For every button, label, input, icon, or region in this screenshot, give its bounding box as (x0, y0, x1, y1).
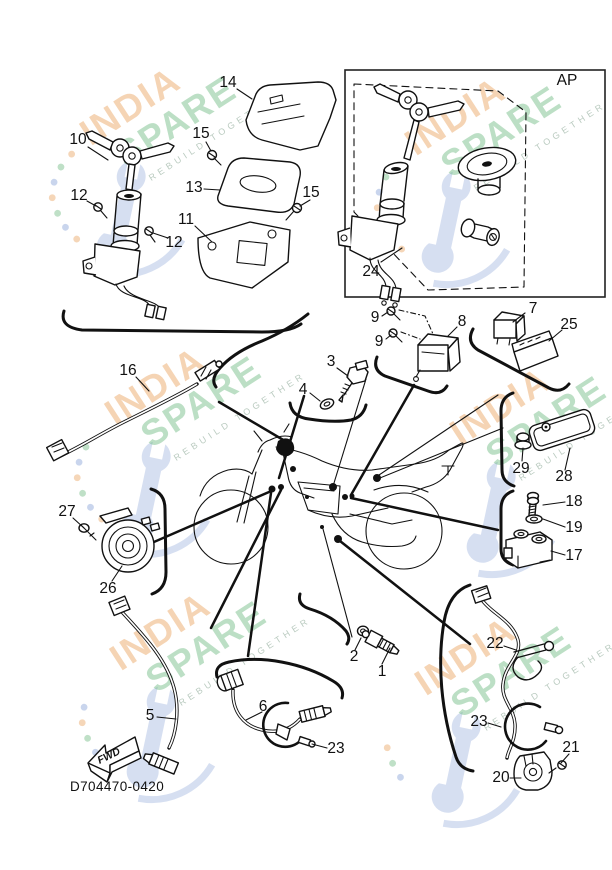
reflector-28 (528, 408, 596, 452)
callout-21: 21 (562, 739, 580, 756)
callout-28: 28 (555, 468, 573, 485)
sensor-1 (361, 629, 400, 655)
relay-7 (493, 311, 526, 346)
callout-24: 24 (362, 263, 380, 280)
callout-26: 26 (99, 580, 117, 597)
bolt-18 (526, 491, 540, 516)
ap-ignition-switch (337, 161, 409, 308)
screw-12a (93, 202, 108, 219)
callout-3: 3 (326, 353, 336, 370)
screw-21 (548, 760, 567, 774)
sensor-wire-6 (216, 668, 332, 741)
callout-12: 12 (70, 187, 88, 204)
motorcycle-sketch (193, 423, 464, 570)
callout-1: 1 (377, 663, 387, 680)
callout-29: 29 (512, 460, 530, 477)
callout-18: 18 (565, 493, 583, 510)
screw-15b (285, 202, 303, 221)
inset-label-ap: AP (556, 72, 578, 89)
unit-25 (511, 330, 559, 372)
screw-15a (206, 149, 222, 166)
callout-4: 4 (298, 381, 308, 398)
bracket-11 (197, 221, 291, 289)
callout-13: 13 (185, 179, 203, 196)
callout-22: 22 (486, 635, 504, 652)
clamp-23b (503, 702, 564, 751)
callout-20: 20 (492, 769, 510, 786)
sensor-wire-16 (45, 359, 223, 462)
callout-10: 10 (69, 131, 87, 148)
callout-16: 16 (119, 362, 137, 379)
ap-key-set (373, 83, 465, 161)
unit-17 (503, 529, 553, 569)
screws-9 (386, 306, 434, 343)
location-dots (268, 438, 381, 543)
washer-19 (525, 514, 543, 524)
callout-14: 14 (219, 74, 237, 91)
group-bracket-arcs (61, 309, 571, 773)
ap-fuel-cap (457, 146, 517, 196)
screw-12b (144, 226, 156, 243)
callout-8: 8 (457, 313, 467, 330)
nut-29 (514, 432, 532, 450)
hook-clamp-22 (512, 640, 555, 681)
clamp-23a (261, 701, 316, 749)
callout-15: 15 (192, 125, 210, 142)
relay-8 (413, 333, 461, 382)
horn-26 (99, 507, 161, 573)
callout-19: 19 (565, 519, 583, 536)
callout-leader-lines (72, 88, 571, 779)
ap-inset-box (337, 69, 606, 308)
fwd-arrow: FWD (87, 736, 142, 783)
drawing-number: D704470-0420 (70, 779, 165, 794)
stand-switch-20 (513, 751, 553, 791)
callout-2: 2 (349, 648, 359, 665)
callout-23b: 23 (470, 713, 488, 730)
main-switch-cylinder (82, 189, 167, 321)
callout-27: 27 (58, 503, 76, 520)
callout-17: 17 (565, 547, 583, 564)
callout-9: 9 (370, 309, 380, 326)
washer-4 (319, 398, 335, 410)
callout-7: 7 (528, 300, 538, 317)
sensor-3 (338, 359, 369, 403)
stand-switch-cable (470, 585, 521, 760)
callout-6: 6 (258, 698, 268, 715)
cover-13 (217, 157, 301, 214)
callout-11: 11 (177, 211, 195, 228)
sensor-wire-5 (108, 595, 180, 775)
callout-25: 25 (560, 316, 578, 333)
ap-seat-lock (460, 218, 500, 247)
callout-9b: 9 (374, 333, 384, 350)
main-switch-keys (85, 130, 175, 191)
callout-15b: 15 (302, 184, 320, 201)
callout-23: 23 (327, 740, 345, 757)
cover-14 (245, 81, 337, 151)
callout-12b: 12 (165, 234, 183, 251)
callout-5: 5 (145, 707, 155, 724)
